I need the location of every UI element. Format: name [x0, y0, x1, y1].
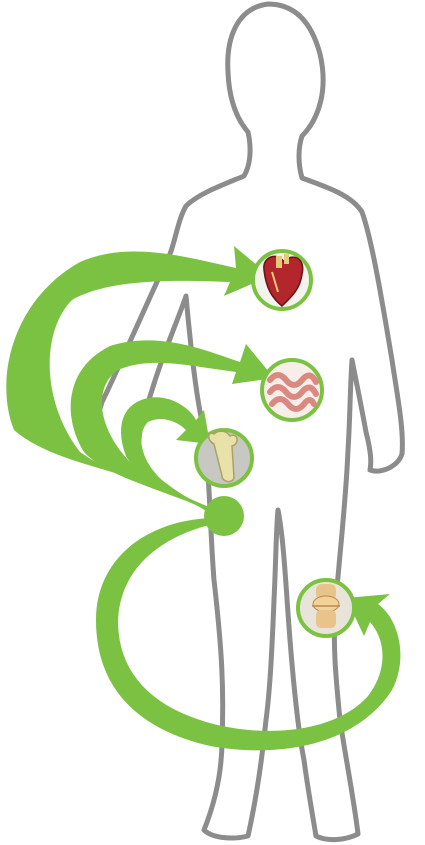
arrows: [6, 246, 400, 750]
heart-icon: [253, 251, 311, 309]
arrow-to-knee: [96, 518, 400, 750]
arrow-to-intestine: [71, 340, 274, 512]
knee-icon: [298, 580, 354, 636]
bone-icon: [196, 430, 252, 486]
source-node: [204, 496, 244, 536]
intestine-icon: [262, 360, 322, 420]
